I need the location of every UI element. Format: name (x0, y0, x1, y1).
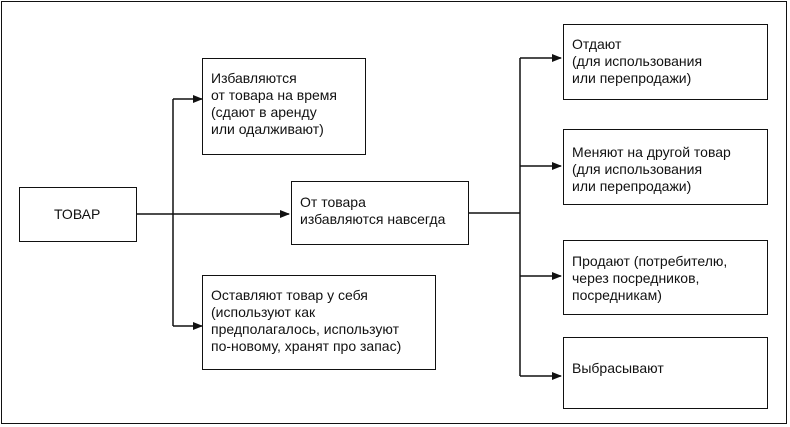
node-outcome-3: Продают (потребителю, через посредников,… (563, 240, 768, 315)
node-outcome-3-line-2: через посредников, (572, 270, 700, 286)
node-temporary: Избавляются от товара на время (сдают в … (202, 58, 366, 155)
node-permanent-line-1: От товара (300, 194, 366, 210)
node-outcome-1-line-1: Отдают (572, 36, 622, 52)
node-outcome-2-line-1: Меняют на другой товар (572, 144, 731, 160)
node-outcome-1: Отдают (для использования или перепродаж… (563, 24, 768, 100)
node-temporary-line-3: (сдают в аренду (211, 104, 317, 120)
node-outcome-1-line-2: (для использования (572, 53, 703, 69)
node-keep-line-1: Оставляют товар у себя (211, 287, 368, 303)
node-outcome-4-line-1: Выбрасывают (572, 360, 664, 376)
node-outcome-2-line-2: (для использования (572, 161, 703, 177)
node-outcome-2-line-3: или перепродажи) (572, 178, 692, 194)
node-keep-line-2: (используют как (211, 304, 316, 320)
node-temporary-line-1: Избавляются (211, 70, 297, 86)
node-permanent-line-2: избавляются навсегда (300, 211, 446, 227)
node-keep: Оставляют товар у себя (используют как п… (202, 275, 436, 370)
node-keep-line-4: по-новому, хранят про запас) (211, 338, 402, 354)
node-outcome-2: Меняют на другой товар (для использовани… (563, 129, 768, 205)
root-node: ТОВАР (19, 187, 137, 242)
node-temporary-line-4: или одалживают) (211, 121, 324, 137)
node-keep-line-3: предполагалось, используют (211, 321, 400, 337)
node-outcome-3-line-1: Продают (потребителю, (572, 253, 728, 269)
node-permanent: От товара избавляются навсегда (291, 181, 469, 245)
node-outcome-4: Выбрасывают (563, 337, 768, 409)
node-temporary-line-2: от товара на время (211, 87, 337, 103)
node-outcome-3-line-3: посредникам) (572, 287, 662, 303)
root-label: ТОВАР (54, 206, 101, 222)
node-outcome-1-line-3: или перепродажи) (572, 70, 692, 86)
